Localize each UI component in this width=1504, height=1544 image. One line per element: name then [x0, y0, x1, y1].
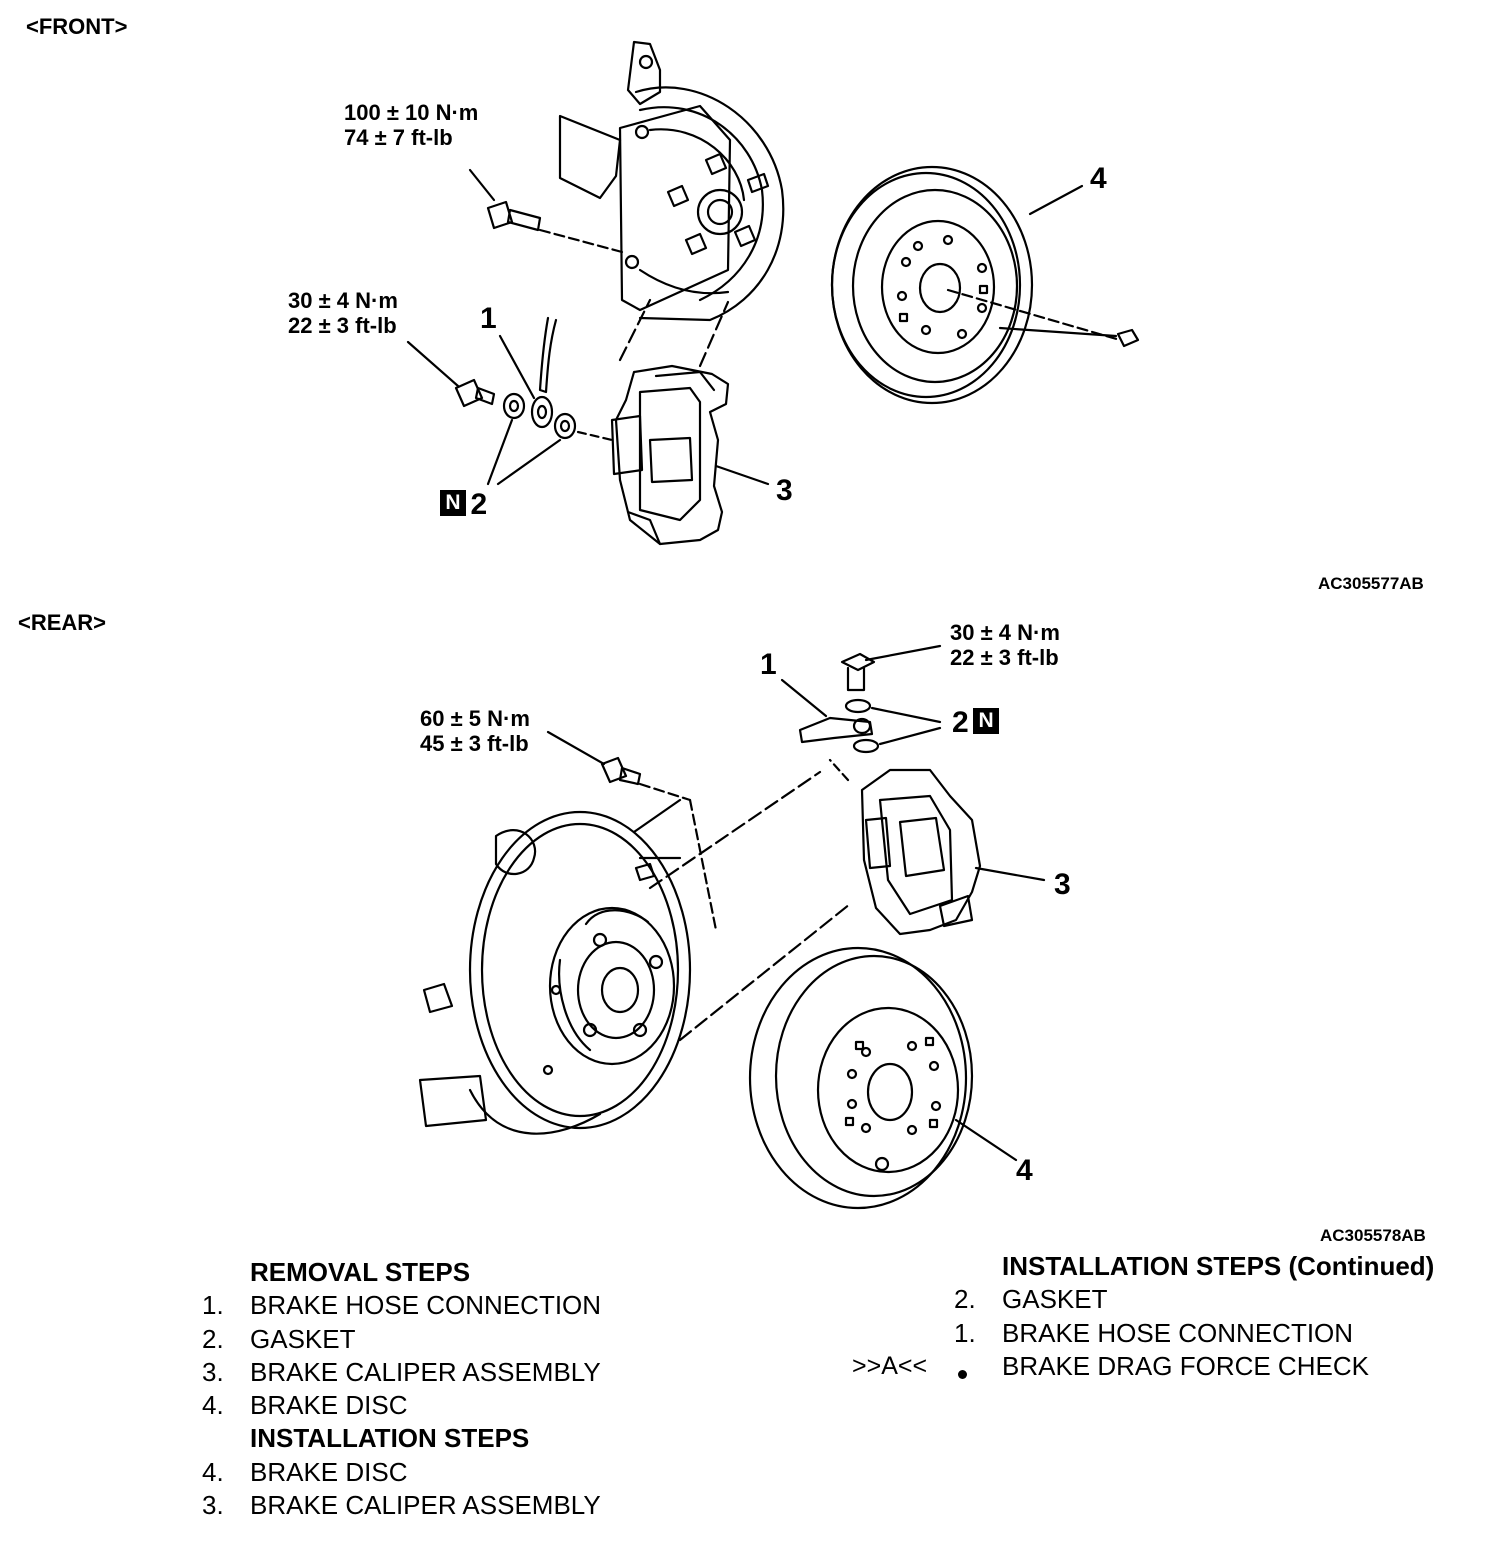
drag-force-check-text: BRAKE DRAG FORCE CHECK	[1002, 1350, 1369, 1381]
rear-callout-2: 2	[952, 706, 969, 739]
rear-gaskets	[844, 698, 942, 754]
rear-callout-4: 4	[1016, 1154, 1033, 1187]
front-brake-disc	[830, 165, 1140, 405]
new-part-mark-icon: N	[440, 490, 466, 517]
torque-metric: 30 ± 4 N·m	[950, 620, 1060, 645]
installation-steps-heading: INSTALLATION STEPS	[250, 1423, 530, 1454]
torque-metric: 30 ± 4 N·m	[288, 288, 398, 313]
installation-continued-heading: INSTALLATION STEPS (Continued)	[1002, 1251, 1435, 1281]
rear-torque-knuckle-bolt: 60 ± 5 N·m 45 ± 3 ft-lb	[420, 706, 530, 756]
front-steering-knuckle	[558, 40, 785, 322]
list-item: 2.GASKET	[954, 1284, 1108, 1315]
rear-brake-hose	[780, 678, 874, 782]
torque-metric: 100 ± 10 N·m	[344, 100, 479, 125]
list-item: 1.BRAKE HOSE CONNECTION	[954, 1317, 1354, 1348]
front-callout-3: 3	[776, 474, 793, 507]
front-hub-bolt	[468, 168, 624, 254]
list-item: 4.BRAKE DISC	[202, 1456, 408, 1487]
front-callout-2-group: N 2	[440, 488, 487, 522]
rear-knuckle-bolt	[546, 730, 718, 932]
torque-imperial: 22 ± 3 ft-lb	[288, 313, 397, 338]
list-item: 3.BRAKE CALIPER ASSEMBLY	[202, 1490, 601, 1521]
torque-imperial: 45 ± 3 ft-lb	[420, 731, 529, 756]
front-callout-2: 2	[470, 488, 488, 521]
removal-steps-heading: REMOVAL STEPS	[250, 1257, 471, 1287]
rear-backing-plate	[418, 770, 852, 1135]
list-item: BRAKE DRAG FORCE CHECK	[954, 1350, 1434, 1383]
front-callout-4: 4	[1090, 162, 1107, 195]
front-figure-id: AC305577AB	[1318, 574, 1424, 593]
steps-right: INSTALLATION STEPS (Continued) 2.GASKET …	[954, 1250, 1434, 1383]
list-item: 2.GASKET	[202, 1323, 356, 1354]
front-brake-hose	[498, 316, 558, 429]
torque-imperial: 74 ± 7 ft-lb	[344, 125, 453, 150]
front-section-label: <FRONT>	[26, 14, 128, 39]
rear-union-bolt	[840, 644, 942, 692]
rear-caliper	[860, 768, 1046, 936]
list-item: 1.BRAKE HOSE CONNECTION	[202, 1290, 602, 1321]
list-item: 4.BRAKE DISC	[202, 1390, 408, 1421]
new-part-mark-icon: N	[973, 708, 1000, 735]
service-point-mark: >>A<<	[852, 1352, 928, 1380]
rear-callout-3: 3	[1054, 868, 1071, 901]
rear-brake-disc	[748, 946, 1018, 1210]
rear-section-label: <REAR>	[18, 610, 107, 635]
steps-left: REMOVAL STEPS 1.BRAKE HOSE CONNECTION 2.…	[202, 1256, 601, 1522]
torque-metric: 60 ± 5 N·m	[420, 706, 530, 731]
torque-imperial: 22 ± 3 ft-lb	[950, 645, 1059, 670]
rear-callout-1: 1	[760, 648, 777, 681]
front-callout-1: 1	[480, 302, 497, 335]
front-union-bolt	[406, 340, 496, 408]
bullet-icon	[958, 1370, 967, 1379]
front-torque-union-bolt: 30 ± 4 N·m 22 ± 3 ft-lb	[288, 288, 398, 338]
rear-figure-id: AC305578AB	[1320, 1226, 1426, 1245]
front-caliper	[610, 298, 770, 546]
front-gaskets	[486, 392, 614, 486]
rear-callout-2-group: 2 N	[952, 706, 1000, 740]
list-item: 3.BRAKE CALIPER ASSEMBLY	[202, 1356, 601, 1387]
front-torque-hub-bolt: 100 ± 10 N·m 74 ± 7 ft-lb	[344, 100, 478, 150]
rear-torque-union-bolt: 30 ± 4 N·m 22 ± 3 ft-lb	[950, 620, 1060, 670]
